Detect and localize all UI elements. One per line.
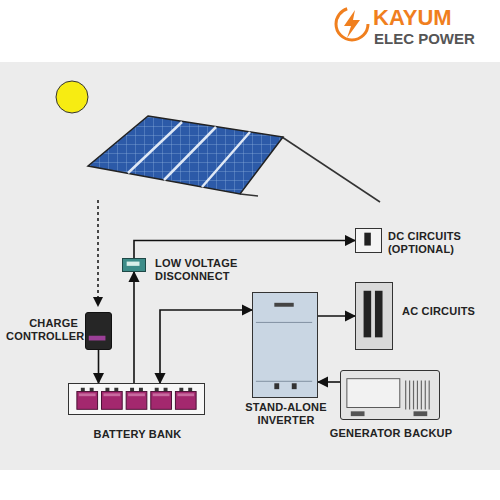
component-icon [356,283,392,349]
generator: GENERATOR BACKUP [340,370,440,420]
wire-connector [133,272,135,383]
logo-icon [336,8,368,40]
component-icon [341,371,439,419]
component-icon [69,384,204,414]
brand-name: KAYUM [373,6,452,30]
battery-bank: BATTERY BANK [68,383,205,415]
stand-alone-inverter: STAND-ALONE INVERTER [252,292,318,398]
wire-connector [318,315,355,317]
component-icon [253,293,317,397]
low-voltage-disconnect: LOW VOLTAGE DISCONNECT [122,258,146,272]
component-label: GENERATOR BACKUP [329,427,453,440]
sun [56,81,88,113]
brand-tagline: ELEC POWER [374,30,475,47]
dc-circuits-box: DC CIRCUITS (OPTIONAL) [355,228,382,253]
charge-controller: CHARGE CONTROLLER [85,312,112,350]
component-label: BATTERY BANK [69,428,206,441]
wire-connector [98,350,100,383]
wire-connector [318,381,340,383]
component-icon [123,259,145,271]
solar-panel [88,116,283,194]
component-icon [356,229,381,252]
wire-connector [160,310,252,383]
component-icon [86,313,111,349]
component-label: CHARGE CONTROLLER [6,317,78,343]
component-label: AC CIRCUITS [402,305,475,318]
component-label: LOW VOLTAGE DISCONNECT [155,257,255,283]
dashed-feed [97,200,99,306]
component-label: DC CIRCUITS (OPTIONAL) [388,230,483,256]
wire-connector [134,241,355,259]
ac-breaker-panel: AC CIRCUITS [355,282,393,350]
background-panel [0,62,500,470]
component-label: STAND-ALONE INVERTER [227,401,345,427]
